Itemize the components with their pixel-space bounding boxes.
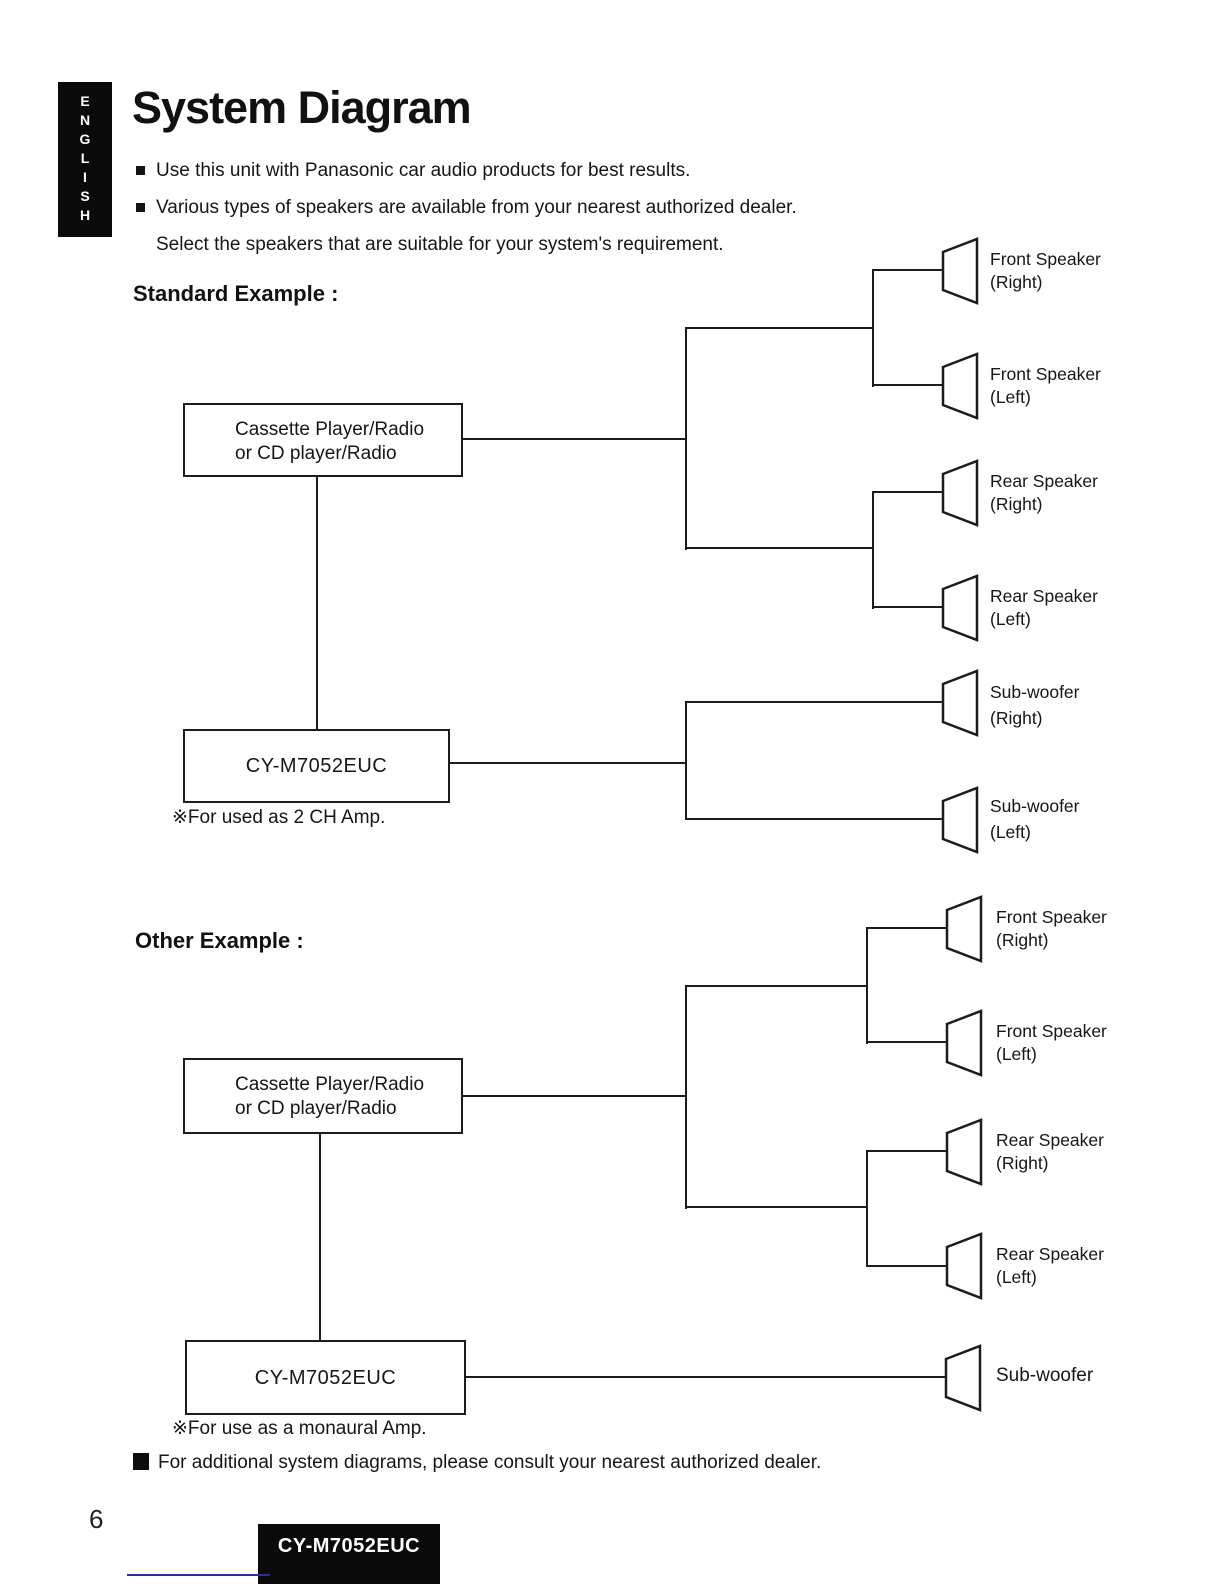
connector-line [466, 1376, 948, 1378]
connector-line [872, 491, 874, 609]
speaker-label-line2: (Left) [990, 822, 1031, 842]
speaker-icon [941, 459, 979, 527]
subwoofer-label: Sub-woofer (Right) [990, 679, 1080, 731]
speaker-label-line1: Front Speaker [996, 907, 1107, 927]
amplifier-box-label: CY-M7052EUC [245, 755, 388, 777]
subwoofer-icon [944, 1344, 982, 1412]
subwoofer-label: Sub-woofer (Left) [990, 793, 1080, 845]
connector-line [685, 1206, 868, 1208]
connector-line [866, 1150, 949, 1152]
connector-line [866, 927, 949, 929]
footer-note: For additional system diagrams, please c… [158, 1452, 822, 1473]
speaker-icon [945, 1232, 983, 1300]
connector-line [866, 1150, 868, 1267]
speaker-label-line2: (Left) [990, 387, 1031, 407]
speaker-label-line1: Rear Speaker [996, 1130, 1104, 1150]
connector-line [685, 547, 874, 549]
speaker-label: Rear Speaker (Right) [990, 470, 1098, 516]
bullet-square-icon [136, 166, 145, 175]
speaker-label: Rear Speaker (Right) [996, 1129, 1104, 1175]
connector-line [872, 606, 945, 608]
connector-line [866, 1265, 949, 1267]
speaker-label-line1: Sub-woofer [996, 1365, 1094, 1386]
subwoofer-label: Sub-woofer [996, 1364, 1093, 1387]
speaker-icon [945, 895, 983, 963]
amplifier-box: CY-M7052EUC [185, 1340, 466, 1415]
speaker-label: Front Speaker (Left) [996, 1020, 1107, 1066]
speaker-label-line2: (Right) [990, 494, 1043, 514]
page-title: System Diagram [132, 82, 472, 133]
speaker-label: Front Speaker (Right) [996, 906, 1107, 952]
speaker-label-line1: Front Speaker [990, 364, 1101, 384]
connector-line [866, 927, 868, 1044]
subwoofer-icon [941, 669, 979, 737]
connector-line [685, 701, 945, 703]
speaker-label-line2: (Left) [996, 1044, 1037, 1064]
speaker-icon [941, 237, 979, 305]
subwoofer-icon [941, 786, 979, 854]
speaker-label: Front Speaker (Left) [990, 363, 1101, 409]
connector-line [872, 384, 945, 386]
speaker-label: Rear Speaker (Left) [990, 585, 1098, 631]
intro-bullet-2-continuation: Select the speakers that are suitable fo… [156, 234, 724, 255]
speaker-label-line1: Rear Speaker [996, 1244, 1104, 1264]
speaker-label-line1: Rear Speaker [990, 586, 1098, 606]
source-box-line2: or CD player/Radio [235, 443, 397, 464]
amplifier-note: ※For use as a monaural Amp. [172, 1418, 427, 1439]
connector-line [450, 762, 687, 764]
speaker-label-line2: (Right) [990, 272, 1043, 292]
speaker-label: Rear Speaker (Left) [996, 1243, 1104, 1289]
source-box-line2: or CD player/Radio [235, 1098, 397, 1119]
speaker-label-line2: (Right) [990, 708, 1043, 728]
speaker-label-line1: Front Speaker [990, 249, 1101, 269]
footer-rule [127, 1574, 270, 1576]
source-box-line1: Cassette Player/Radio [235, 1074, 425, 1095]
speaker-icon [945, 1009, 983, 1077]
footer-bullet-square-icon [133, 1453, 149, 1470]
connector-line [685, 701, 687, 820]
page-number: 6 [89, 1504, 104, 1534]
connector-line [685, 985, 868, 987]
model-badge: CY-M7052EUC [258, 1524, 440, 1584]
source-unit-box: Cassette Player/Radio or CD player/Radio [183, 1058, 463, 1134]
speaker-label-line1: Sub-woofer [990, 682, 1080, 702]
bullet-square-icon [136, 203, 145, 212]
speaker-label-line2: (Right) [996, 930, 1049, 950]
other-example-heading: Other Example : [135, 928, 304, 953]
speaker-label-line2: (Right) [996, 1153, 1049, 1173]
speaker-label-line1: Rear Speaker [990, 471, 1098, 491]
speaker-label-line1: Sub-woofer [990, 796, 1080, 816]
intro-bullet-2: Various types of speakers are available … [156, 197, 797, 218]
speaker-label: Front Speaker (Right) [990, 248, 1101, 294]
speaker-icon [941, 352, 979, 420]
connector-line [316, 477, 318, 729]
connector-line [685, 327, 874, 329]
speaker-label-line2: (Left) [996, 1267, 1037, 1287]
speaker-icon [945, 1118, 983, 1186]
connector-line [463, 438, 687, 440]
amplifier-note: ※For used as 2 CH Amp. [172, 807, 386, 828]
intro-bullet-1: Use this unit with Panasonic car audio p… [156, 160, 691, 181]
source-unit-box: Cassette Player/Radio or CD player/Radio [183, 403, 463, 477]
language-tab-english: E N G L I S H [58, 82, 112, 237]
connector-line [872, 269, 874, 387]
connector-line [685, 985, 687, 1209]
standard-example-heading: Standard Example : [133, 281, 339, 306]
source-box-line1: Cassette Player/Radio [235, 419, 425, 440]
speaker-label-line2: (Left) [990, 609, 1031, 629]
speaker-label-line1: Front Speaker [996, 1021, 1107, 1041]
connector-line [463, 1095, 687, 1097]
connector-line [872, 491, 945, 493]
connector-line [319, 1134, 321, 1340]
connector-line [872, 269, 945, 271]
connector-line [685, 327, 687, 550]
amplifier-box-label: CY-M7052EUC [254, 1366, 397, 1389]
connector-line [866, 1041, 949, 1043]
speaker-icon [941, 574, 979, 642]
amplifier-box: CY-M7052EUC [183, 729, 450, 803]
connector-line [685, 818, 945, 820]
